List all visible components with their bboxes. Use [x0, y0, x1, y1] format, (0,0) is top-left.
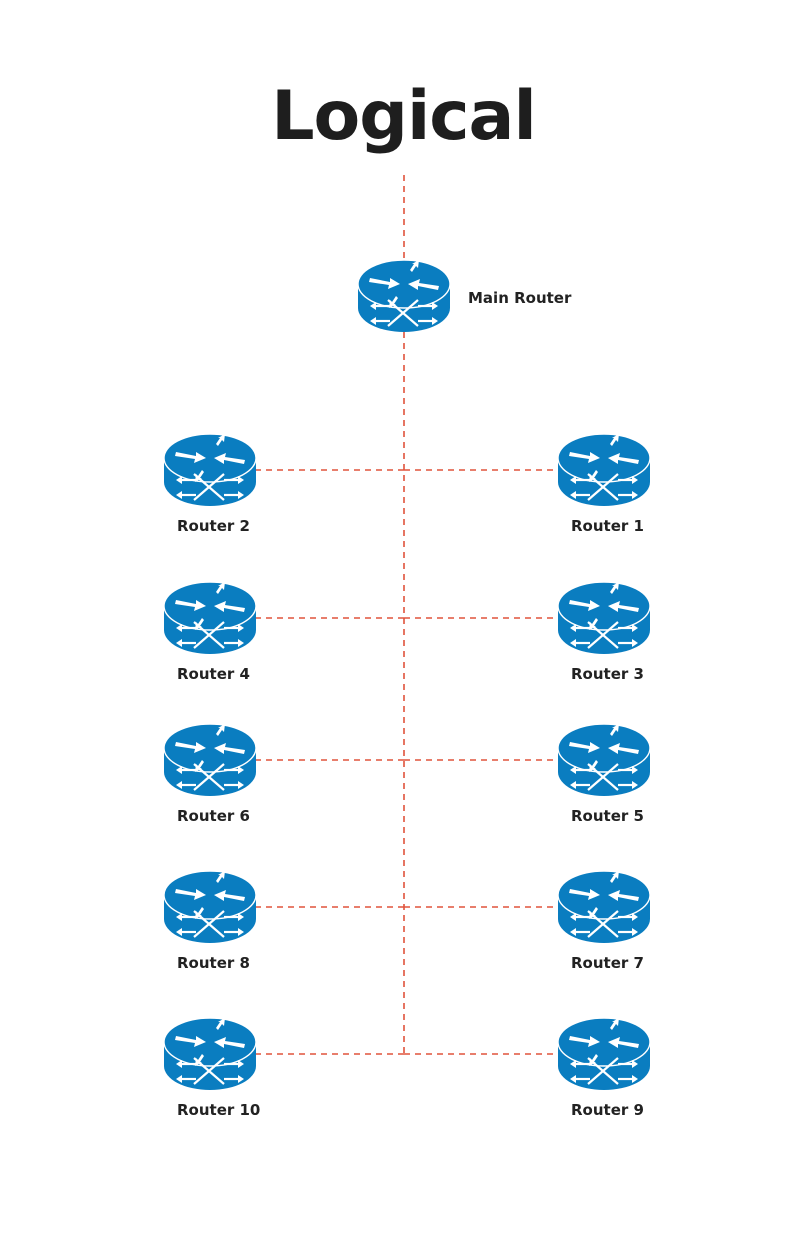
- router-icon: [556, 722, 652, 798]
- router-node-r1: Router 1: [556, 432, 652, 535]
- router-label: Router 6: [177, 807, 250, 825]
- router-node-main: Main Router: [356, 258, 572, 334]
- router-icon: [162, 580, 258, 656]
- router-icon: [556, 432, 652, 508]
- router-label: Router 1: [571, 517, 644, 535]
- router-node-r3: Router 3: [556, 580, 652, 683]
- router-label: Router 4: [177, 665, 250, 683]
- router-label: Router 2: [177, 517, 250, 535]
- router-icon: [162, 1016, 258, 1092]
- router-label: Router 7: [571, 954, 644, 972]
- router-icon: [556, 869, 652, 945]
- router-label: Main Router: [468, 289, 572, 307]
- router-icon: [162, 722, 258, 798]
- router-node-r9: Router 9: [556, 1016, 652, 1119]
- router-icon: [162, 432, 258, 508]
- router-label: Router 8: [177, 954, 250, 972]
- router-icon: [556, 580, 652, 656]
- router-icon: [556, 1016, 652, 1092]
- router-icon: [162, 869, 258, 945]
- router-label: Router 9: [571, 1101, 644, 1119]
- router-icon: [356, 258, 452, 334]
- router-label: Router 10: [177, 1101, 260, 1119]
- router-node-r5: Router 5: [556, 722, 652, 825]
- router-node-r2: Router 2: [162, 432, 258, 535]
- router-label: Router 3: [571, 665, 644, 683]
- router-label: Router 5: [571, 807, 644, 825]
- router-node-r8: Router 8: [162, 869, 258, 972]
- router-node-r10: Router 10: [162, 1016, 260, 1119]
- router-node-r6: Router 6: [162, 722, 258, 825]
- links-layer: [256, 175, 558, 1055]
- router-node-r7: Router 7: [556, 869, 652, 972]
- router-node-r4: Router 4: [162, 580, 258, 683]
- page-title: Logical: [271, 77, 537, 156]
